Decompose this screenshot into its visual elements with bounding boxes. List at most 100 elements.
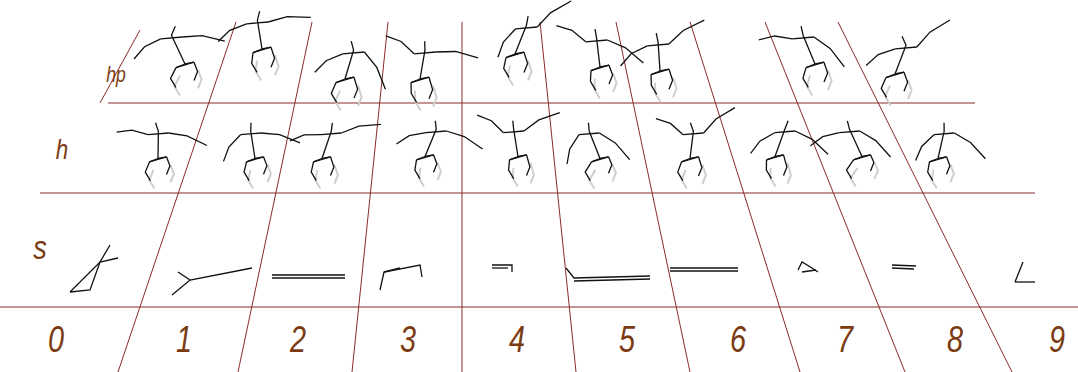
skeleton-bone	[579, 133, 599, 135]
skeleton-bone	[767, 155, 784, 160]
column-divider	[238, 22, 312, 372]
skeleton-shadow	[850, 168, 857, 187]
column-number: 3	[400, 322, 416, 358]
skeleton-bone	[331, 83, 336, 103]
skeleton	[916, 123, 986, 189]
skeleton-bone	[498, 29, 516, 57]
skeleton-shadow	[908, 80, 912, 99]
skeleton-bone	[255, 157, 264, 159]
skeleton-bone	[262, 47, 271, 49]
column-number: 6	[730, 322, 746, 358]
skeleton-bone	[651, 71, 660, 75]
skeleton	[751, 121, 828, 187]
skeleton-bone	[862, 155, 871, 157]
skeleton-bone	[854, 155, 871, 160]
flat-skeleton	[70, 245, 118, 292]
skeleton-bone	[314, 157, 331, 162]
skeleton-bone	[510, 155, 527, 160]
flat-skeleton	[892, 265, 916, 269]
skeleton-shadow	[828, 70, 832, 90]
skeleton-bone	[566, 268, 650, 278]
skeleton-bone	[556, 26, 585, 42]
skeleton-bone	[801, 26, 815, 64]
row-dividers	[0, 103, 1078, 307]
skeleton-bone	[792, 37, 814, 39]
skeleton-bone	[272, 277, 345, 278]
skeleton-bone	[247, 157, 264, 162]
column-number: 4	[509, 322, 525, 358]
skeleton-shadow	[673, 77, 677, 97]
column-number: 0	[48, 322, 64, 358]
skeleton-bone	[846, 160, 853, 179]
skeleton-bone	[621, 46, 648, 66]
skeleton-bone	[150, 159, 159, 162]
skeleton-bone	[247, 22, 269, 24]
skeleton-bone	[345, 41, 354, 79]
column-number: 2	[290, 322, 306, 358]
row-label: hp	[106, 64, 126, 86]
skeleton-bone	[886, 72, 904, 77]
skeleton-bone	[775, 155, 784, 157]
skeleton-bone	[264, 157, 267, 174]
skeleton-bone	[518, 155, 527, 157]
column-divider	[690, 22, 800, 372]
skeleton	[218, 11, 310, 80]
skeleton-bone	[886, 74, 895, 78]
skeleton-bone	[895, 36, 906, 74]
column-number: 1	[176, 322, 192, 358]
skeleton	[386, 36, 478, 111]
skeleton-bone	[516, 27, 538, 29]
skeleton-bone	[315, 54, 343, 73]
skeleton-bone	[386, 36, 414, 54]
skeleton-bone	[866, 49, 895, 66]
skeleton-bone	[660, 69, 669, 71]
skeleton-bone	[185, 62, 194, 64]
skeleton-bone	[651, 75, 657, 95]
skeleton-shadow	[358, 85, 362, 106]
skeleton-bone	[134, 39, 161, 59]
flat-skeleton	[670, 268, 738, 271]
skeleton-bone	[647, 44, 669, 46]
skeleton-bone	[806, 62, 824, 67]
skeleton-bone	[322, 157, 331, 159]
skeleton-bone	[934, 133, 954, 135]
skeleton-shadow	[335, 165, 338, 184]
skeleton-bone	[824, 62, 828, 82]
skeleton-bone	[417, 155, 434, 160]
column-divider	[838, 22, 1012, 372]
flat-skeleton	[380, 265, 422, 290]
skeleton-bone	[759, 36, 793, 40]
skeleton-bone	[247, 159, 256, 162]
skeleton-bone	[510, 157, 519, 160]
column-number: 9	[1049, 322, 1065, 358]
skeleton-bone	[158, 157, 167, 159]
skeleton-bone	[586, 40, 608, 42]
skeleton	[477, 113, 560, 187]
skeleton-bone	[775, 121, 788, 157]
skeleton	[656, 108, 735, 189]
skeleton	[498, 1, 571, 85]
flat-skeleton	[172, 268, 252, 295]
skeleton-bone	[682, 157, 699, 162]
flat-skeleton	[272, 275, 345, 278]
skeleton-bone	[798, 262, 818, 272]
skeleton-bone	[436, 51, 478, 57]
skeleton-bone	[150, 157, 167, 162]
skeleton-bone	[509, 160, 514, 179]
skeleton	[759, 26, 845, 95]
skeleton-bone	[751, 133, 775, 154]
skeleton-bone	[588, 123, 600, 159]
skeleton-shadow	[438, 163, 441, 180]
skeleton-bone	[766, 160, 771, 179]
skeleton-bone	[322, 123, 332, 159]
skeleton-bone	[670, 267, 738, 268]
skeleton-bone	[947, 157, 950, 174]
skeleton-bone	[683, 133, 703, 135]
skeleton-shadow	[703, 165, 706, 184]
skeleton-bone	[854, 157, 863, 160]
skeleton-bone	[244, 162, 249, 181]
skeleton-bone	[600, 157, 609, 159]
skeleton-bone	[161, 37, 183, 39]
